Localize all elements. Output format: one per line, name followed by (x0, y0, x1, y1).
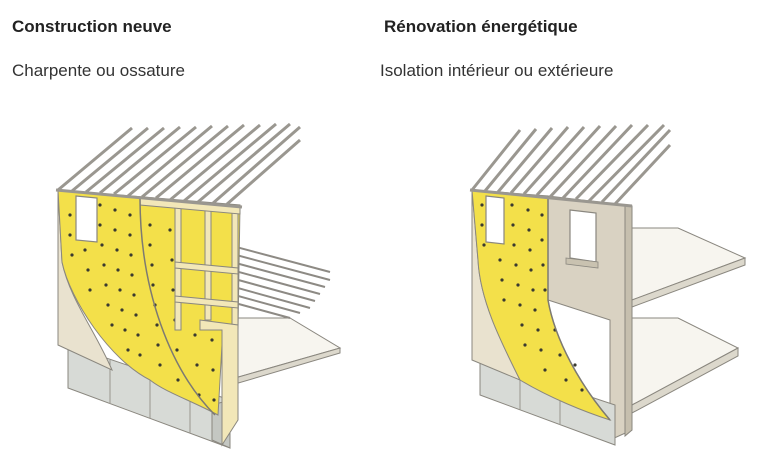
window-opening-left (485, 195, 505, 245)
window-opening-right (569, 209, 597, 263)
roof-rafters (57, 122, 301, 207)
panel-title: Rénovation énergétique (384, 17, 578, 36)
new-construction-illustration (55, 122, 342, 449)
panel-renovation-energetique: Rénovation énergétique Isolation intérie… (370, 0, 777, 472)
panel-title: Construction neuve (12, 17, 172, 36)
roof-rafters (470, 123, 672, 206)
panel-subtitle: Charpente ou ossature (12, 61, 185, 80)
insulation-dots (68, 198, 216, 402)
window-opening (75, 195, 98, 243)
insulation-layer (57, 189, 241, 416)
panel-subtitle: Isolation intérieur ou extérieure (380, 61, 614, 80)
panel-construction-neuve: Construction neuve Charpente ou ossature (0, 0, 370, 472)
renovation-illustration (469, 123, 747, 446)
